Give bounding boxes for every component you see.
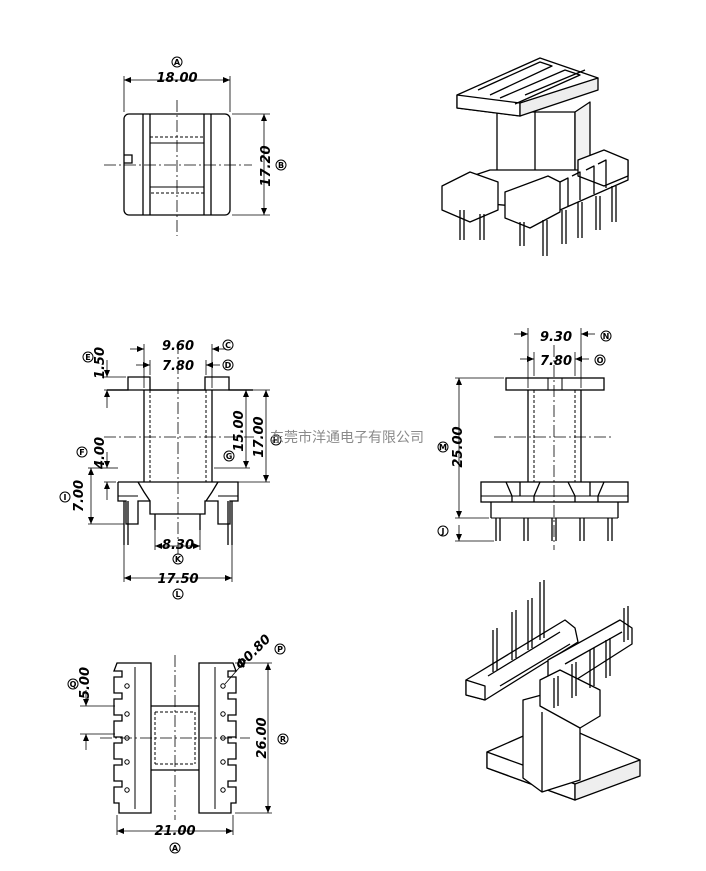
label-i-front: I xyxy=(64,493,67,502)
dim-front-flange: 1.50 xyxy=(93,347,108,379)
label-c-front: C xyxy=(225,341,231,350)
iso-view-top-pins xyxy=(459,186,617,256)
dim-side-height: 25.00 xyxy=(451,426,466,467)
label-g-front: G xyxy=(226,452,233,461)
label-n-side: N xyxy=(603,332,610,341)
label-m-side: M xyxy=(439,443,447,452)
dim-side-inner: 7.80 xyxy=(540,354,572,369)
label-d-front: D xyxy=(225,361,232,370)
label-f-front: F xyxy=(79,448,84,457)
dim-front-window: 15.00 xyxy=(232,410,247,451)
dim-top-height: 17.20 xyxy=(259,145,274,186)
label-q-bottom: Q xyxy=(70,680,77,689)
label-p-bottom: P xyxy=(277,645,283,654)
bottom-view-left-rail xyxy=(113,662,152,814)
bottom-view-right-rail xyxy=(198,662,237,814)
dim-front-pin: 8.30 xyxy=(162,538,194,553)
label-h-front: H xyxy=(273,436,280,445)
label-b-top: B xyxy=(278,161,284,170)
dim-bottom-height: 26.00 xyxy=(255,717,270,758)
label-a-bottom: A xyxy=(172,844,179,853)
iso-view-bottom-pins xyxy=(492,580,629,708)
label-e-front: E xyxy=(85,353,90,362)
label-r-bottom: R xyxy=(280,735,286,744)
front-view xyxy=(88,342,270,582)
top-view xyxy=(104,76,270,236)
bottom-view xyxy=(80,655,272,835)
dim-front-mid: 4.00 xyxy=(93,437,108,470)
label-k-front: K xyxy=(175,555,182,564)
dim-top-width: 18.00 xyxy=(156,71,197,86)
iso-view-bottom xyxy=(465,619,641,801)
dim-front-span: 17.50 xyxy=(157,572,198,587)
side-view xyxy=(455,328,629,550)
dim-bottom-width: 21.00 xyxy=(154,824,195,839)
dim-front-outer: 9.60 xyxy=(162,339,194,354)
label-a-top: A xyxy=(174,58,181,67)
dim-front-base: 7.00 xyxy=(72,480,87,512)
top-view-notch xyxy=(124,154,133,164)
dim-side-outer: 9.30 xyxy=(540,330,572,345)
dim-front-total: 17.00 xyxy=(252,416,267,457)
iso-view-top xyxy=(441,57,629,229)
dim-bottom-pitch: 5.00 xyxy=(78,667,93,699)
label-o-side: O xyxy=(597,356,604,365)
label-j-side: J xyxy=(441,527,445,536)
label-l-front: L xyxy=(175,590,180,599)
company-watermark: 东莞市洋通电子有限公司 xyxy=(270,429,424,446)
dim-front-inner: 7.80 xyxy=(162,359,194,374)
